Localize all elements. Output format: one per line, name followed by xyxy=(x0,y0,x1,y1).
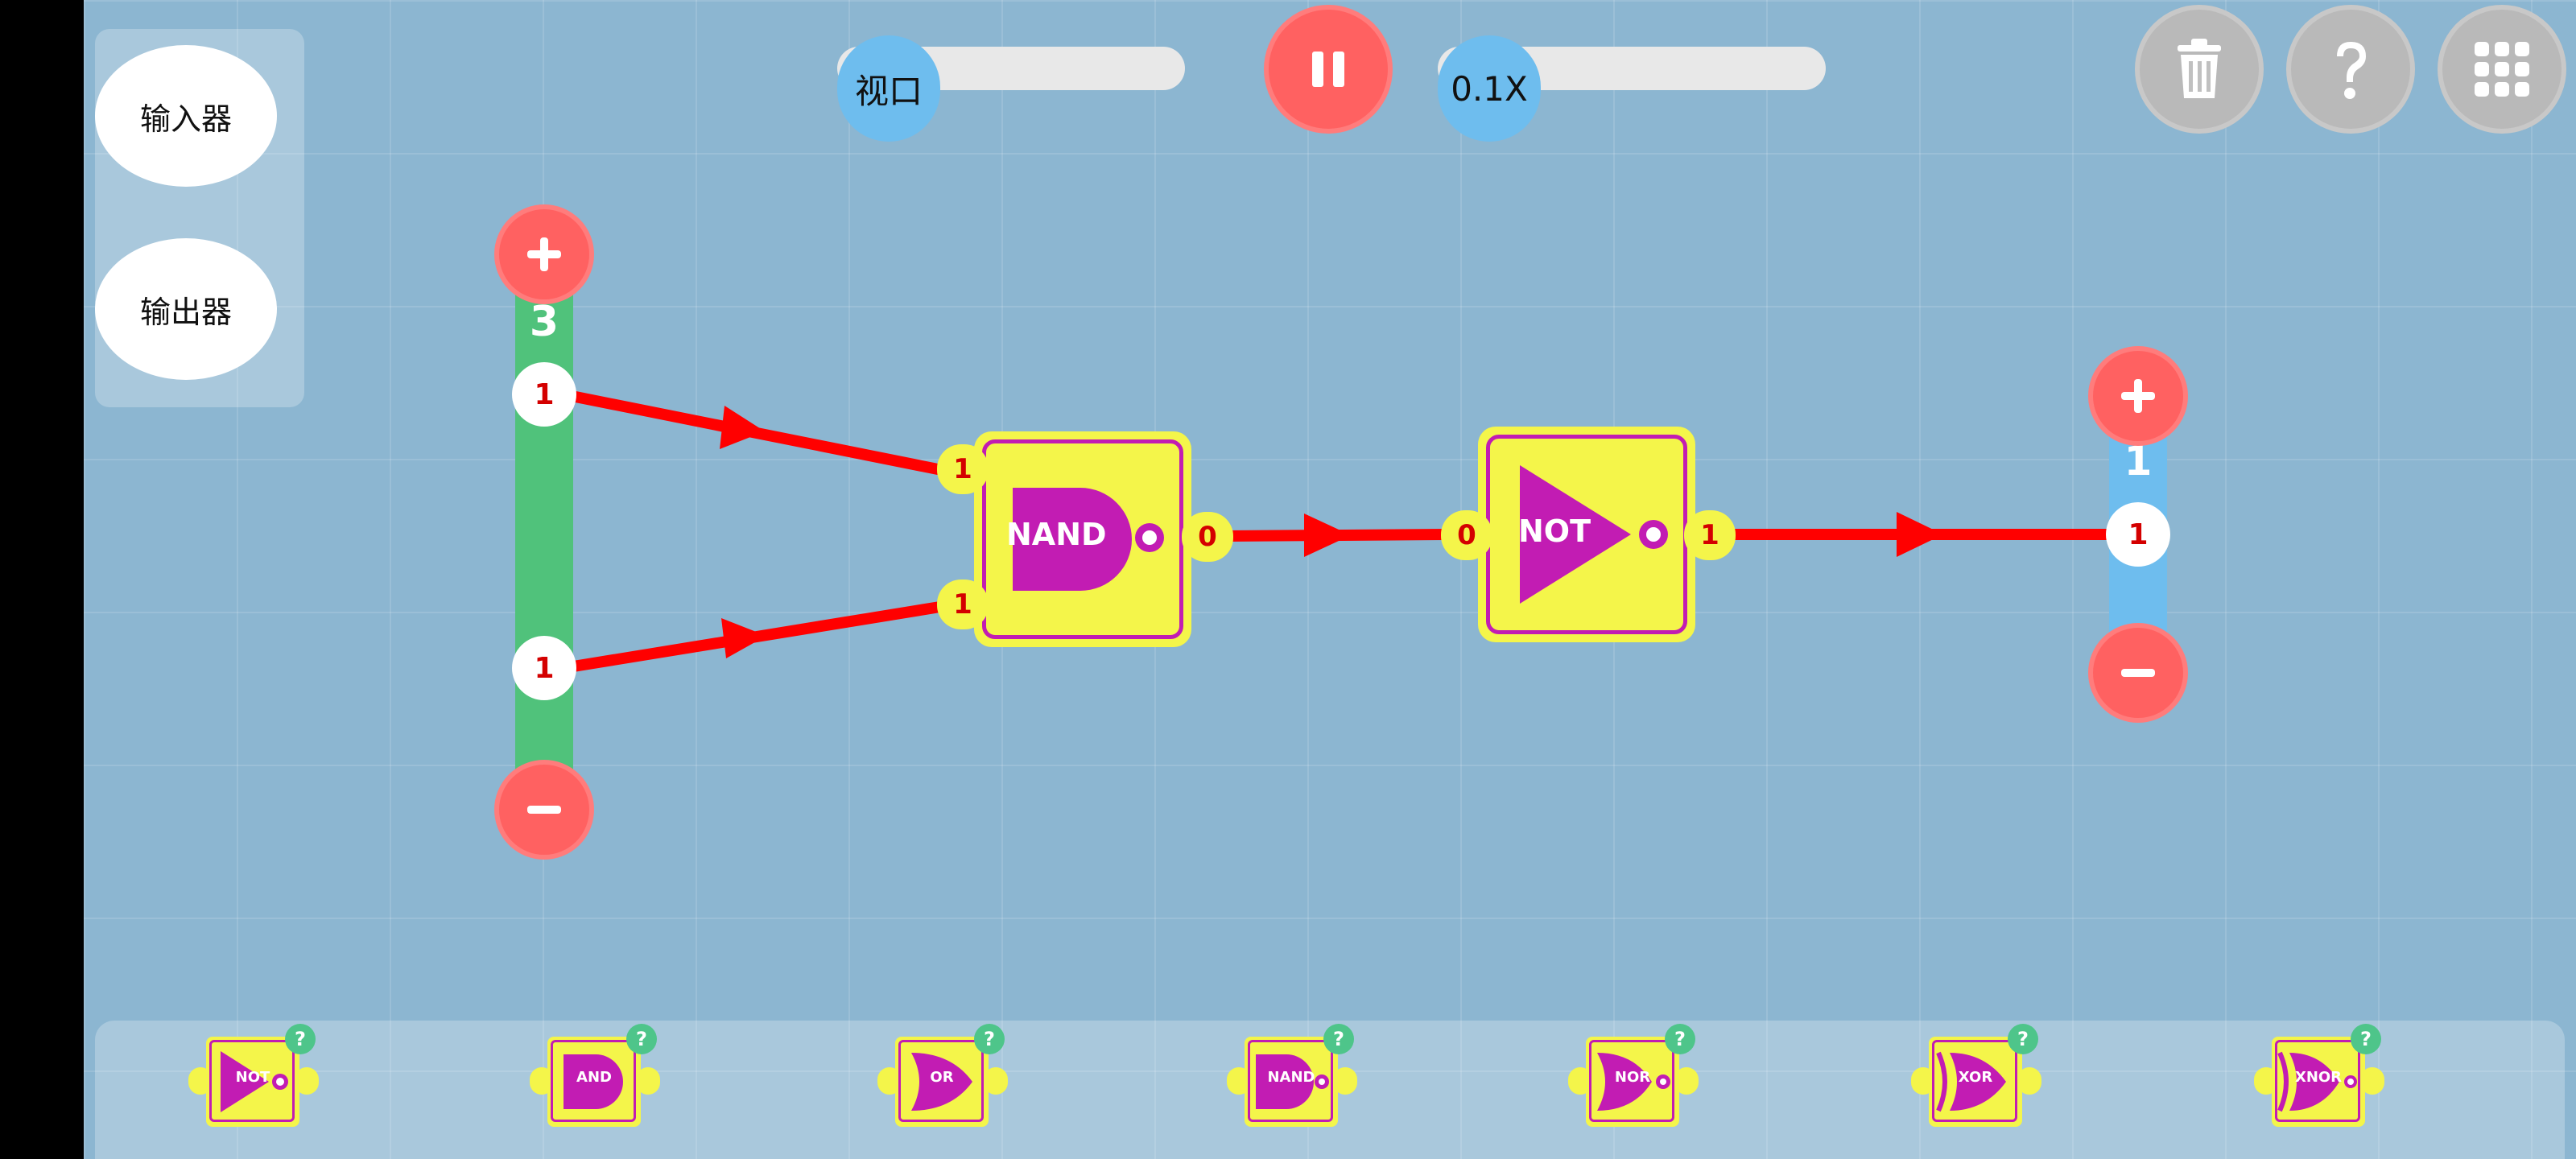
palette-nand-gate[interactable]: NAND ? xyxy=(1245,1024,1354,1127)
nand-gate[interactable]: NAND xyxy=(974,431,1191,647)
output-add-button[interactable] xyxy=(2088,346,2188,446)
pause-icon xyxy=(1312,52,1344,87)
palette-not-label: NOT xyxy=(235,1069,270,1086)
palette-or-label: OR xyxy=(930,1069,954,1086)
help-button[interactable] xyxy=(2286,5,2415,134)
palette-xnor-gate[interactable]: XNOR ? xyxy=(2272,1024,2381,1127)
palette-not-gate[interactable]: NOT ? xyxy=(206,1024,316,1127)
palette-and-label: AND xyxy=(576,1069,612,1086)
input-count: 3 xyxy=(529,298,559,346)
wire-arrow xyxy=(720,406,765,449)
not-gate[interactable]: NOT xyxy=(1478,427,1695,642)
nand-input-port[interactable]: 1 xyxy=(937,580,989,629)
palette-nor-gate[interactable]: NOR ? xyxy=(1586,1024,1695,1127)
wire-arrow xyxy=(721,618,766,658)
palette-xnor-help-icon[interactable]: ? xyxy=(2351,1024,2381,1054)
menu-button[interactable] xyxy=(2438,5,2566,134)
input-device-label: 输入器 xyxy=(139,101,232,137)
viewport-slider-knob[interactable]: 视口 xyxy=(837,35,940,142)
input-remove-button[interactable] xyxy=(494,760,594,860)
output-device-label: 输出器 xyxy=(139,294,232,330)
palette-xnor-label: XNOR xyxy=(2294,1069,2343,1086)
palette-not-help-icon[interactable]: ? xyxy=(285,1024,316,1054)
trash-icon xyxy=(2178,39,2221,98)
palette-or-help-icon[interactable]: ? xyxy=(974,1024,1005,1054)
not-input-port[interactable]: 0 xyxy=(1441,510,1492,560)
nand-input-port[interactable]: 1 xyxy=(937,444,989,494)
nand-label: NAND xyxy=(1006,517,1107,552)
palette-xor-label: XOR xyxy=(1958,1069,1993,1086)
palette-nand-label: NAND xyxy=(1267,1069,1315,1086)
palette-nand-help-icon[interactable]: ? xyxy=(1323,1024,1354,1054)
not-symbol xyxy=(1520,465,1668,604)
nand-output-port[interactable]: 0 xyxy=(1182,512,1233,562)
palette-and-gate[interactable]: AND ? xyxy=(547,1024,657,1127)
input-pin[interactable]: 1 xyxy=(512,636,576,700)
palette-xor-help-icon[interactable]: ? xyxy=(2008,1024,2038,1054)
palette-xor-gate[interactable]: XOR ? xyxy=(1929,1024,2038,1127)
output-device-button[interactable]: 输出器 xyxy=(95,238,277,380)
viewport-label: 视口 xyxy=(854,71,923,111)
palette-nor-label: NOR xyxy=(1614,1069,1651,1086)
speed-label: 0.1X xyxy=(1451,68,1528,109)
input-add-button[interactable] xyxy=(494,204,594,304)
pause-button[interactable] xyxy=(1264,5,1393,134)
input-device-button[interactable]: 输入器 xyxy=(95,45,277,187)
not-output-port[interactable]: 1 xyxy=(1684,510,1736,560)
speed-slider[interactable]: 0.1X xyxy=(1438,35,1826,142)
output-pin[interactable]: 1 xyxy=(2106,502,2170,567)
palette-or-gate[interactable]: OR ? xyxy=(895,1024,1005,1127)
input-pin[interactable]: 1 xyxy=(512,362,576,427)
palette-nor-help-icon[interactable]: ? xyxy=(1665,1024,1695,1054)
wire-arrow xyxy=(1897,512,1943,557)
plus-icon xyxy=(2121,379,2155,413)
speed-slider-knob[interactable]: 0.1X xyxy=(1438,35,1541,142)
not-label: NOT xyxy=(1518,514,1591,549)
plus-icon xyxy=(527,237,561,271)
minus-icon xyxy=(527,806,561,814)
help-icon xyxy=(2337,42,2366,99)
output-remove-button[interactable] xyxy=(2088,623,2188,723)
minus-icon xyxy=(2121,669,2155,677)
wire-arrow xyxy=(1304,514,1351,557)
palette-and-help-icon[interactable]: ? xyxy=(626,1024,657,1054)
viewport-slider[interactable]: 视口 xyxy=(837,35,1185,142)
delete-button[interactable] xyxy=(2135,5,2264,134)
grid-menu-icon xyxy=(2475,42,2529,97)
nand-symbol xyxy=(1013,488,1164,591)
